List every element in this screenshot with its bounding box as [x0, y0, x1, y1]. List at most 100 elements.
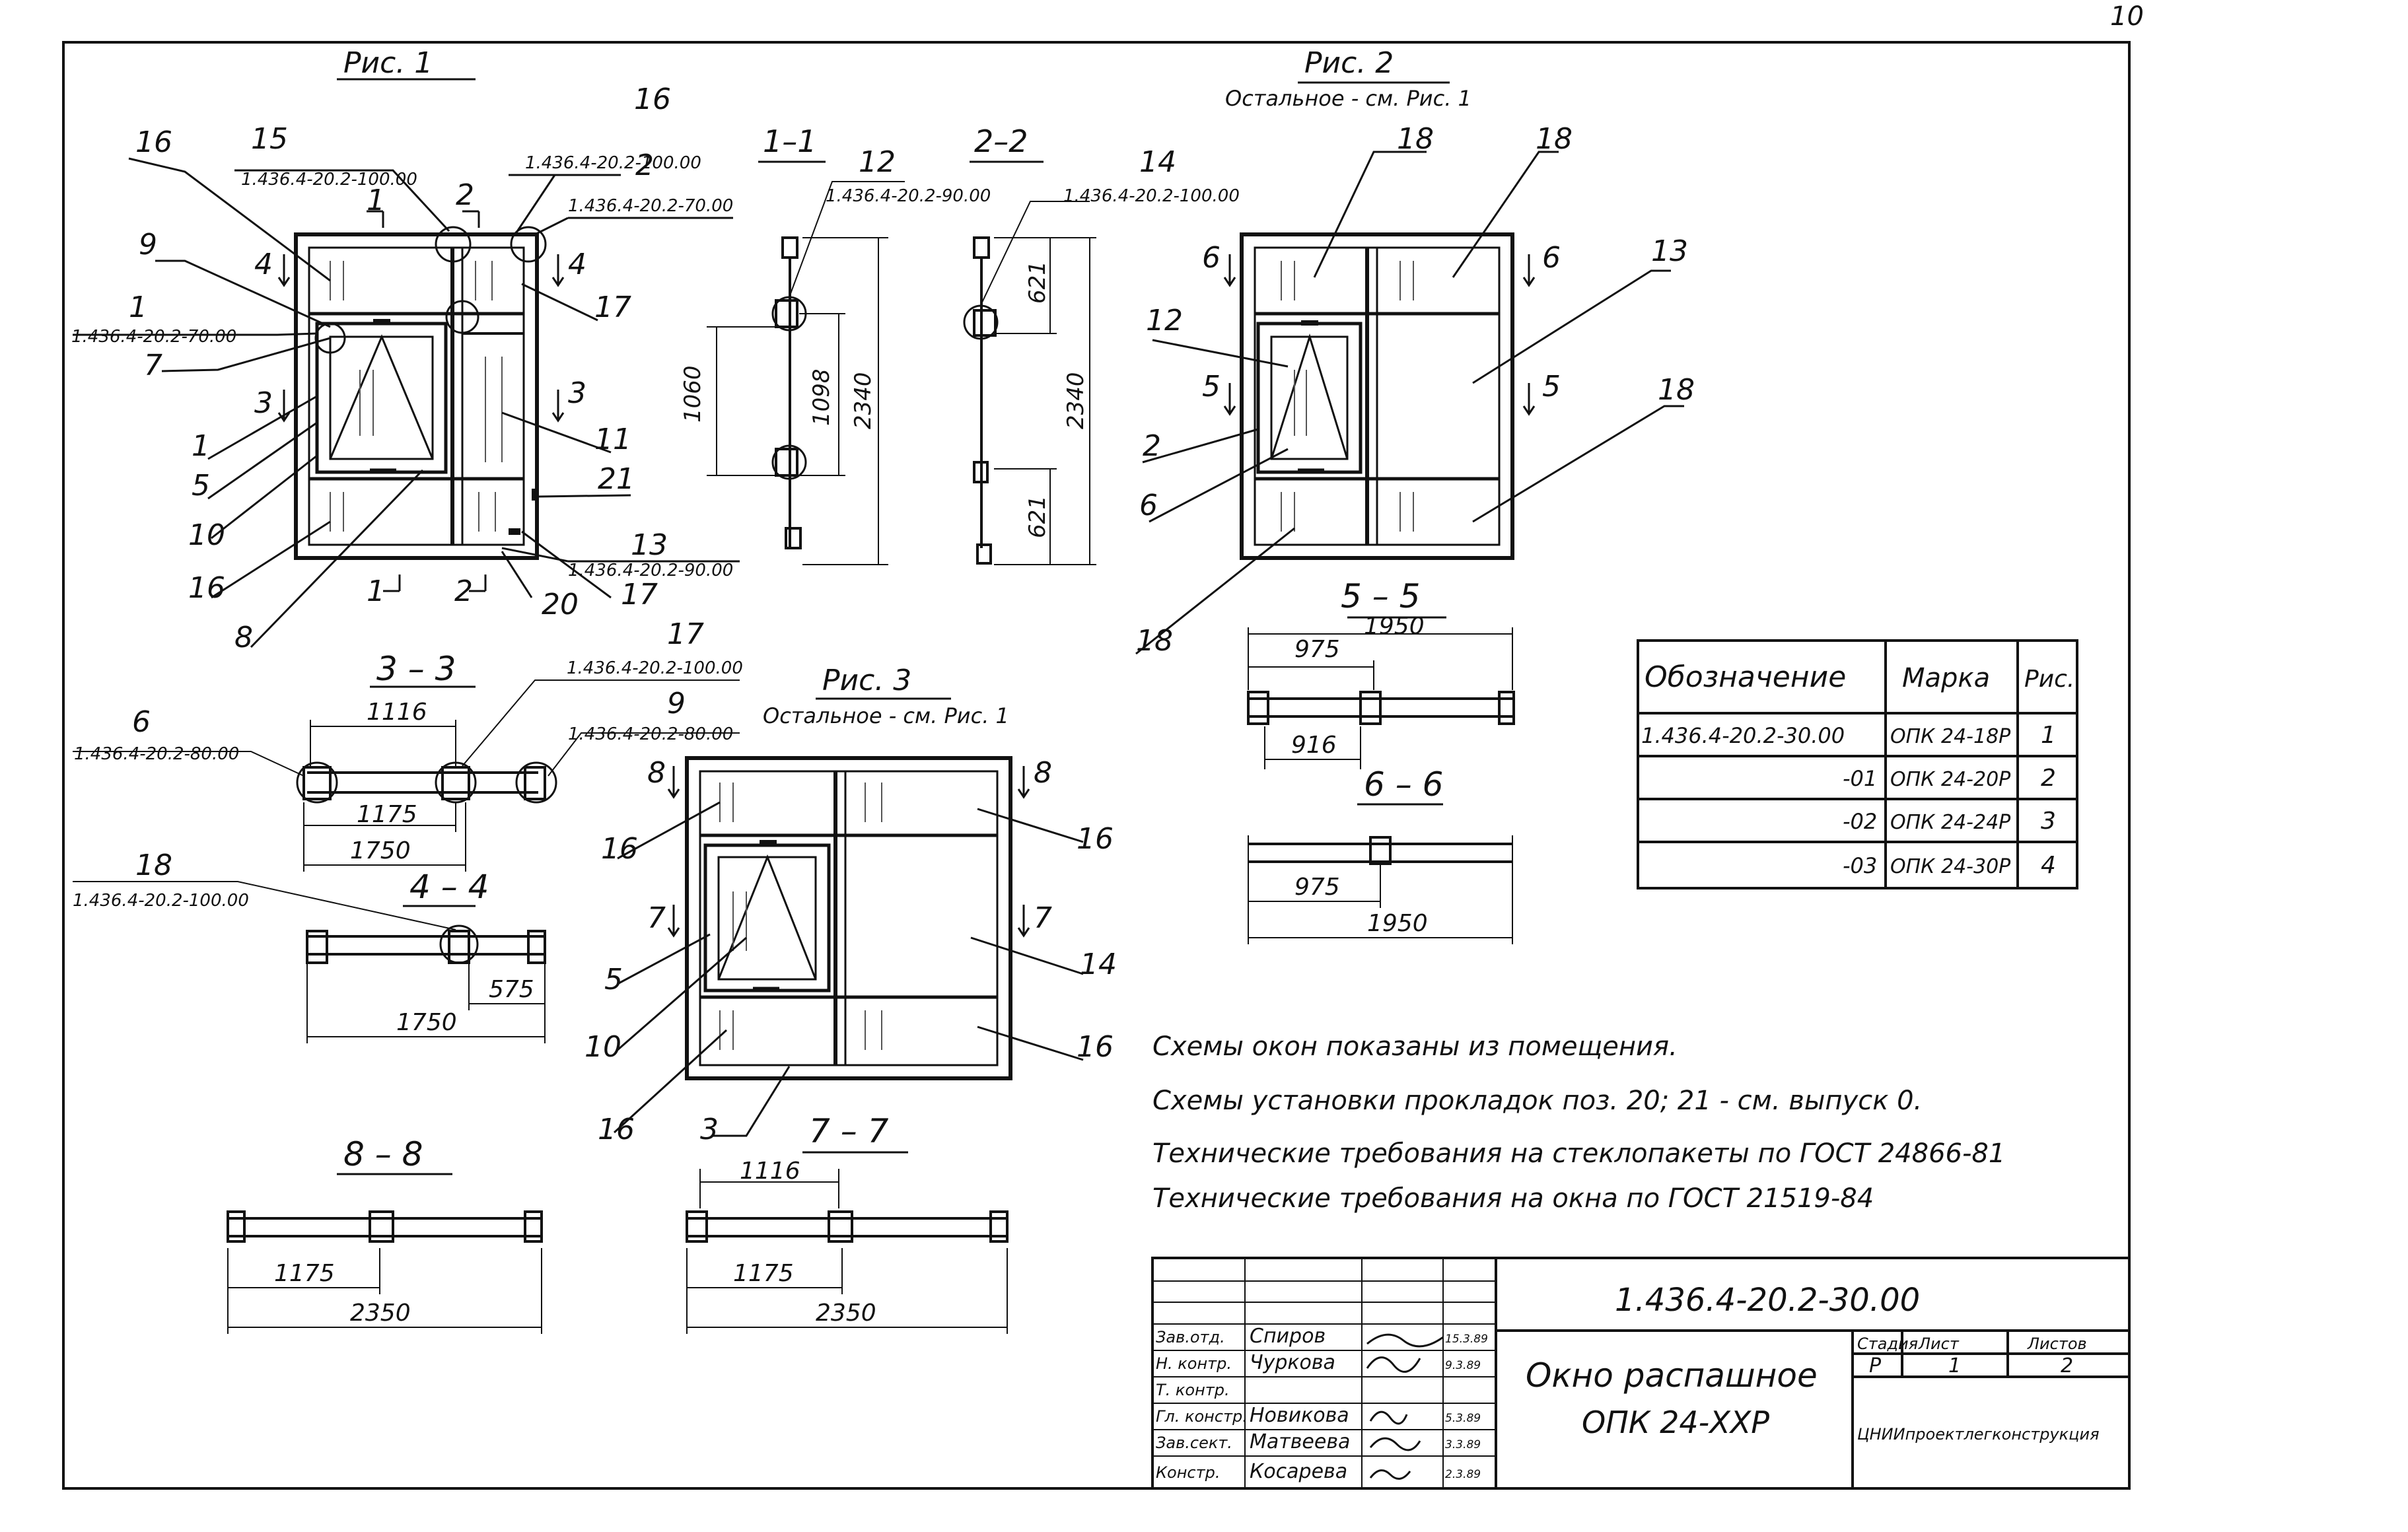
table-row-3-designation: -02 [1843, 809, 1877, 834]
sec77-dim-1175: 1175 [733, 1260, 794, 1287]
fig3-callout-16a: 16 [601, 832, 638, 866]
sig-role-3: Т. контр. [1156, 1381, 1230, 1399]
sec55-title: 5 – 5 [1341, 577, 1420, 615]
signature-rows: Зав.отд. Спиров 15.3.89 Н. контр. Чурков… [1156, 1325, 1488, 1483]
fig1-callout-16b: 16 [634, 83, 671, 116]
cut-6-left: 6 [1202, 241, 1221, 275]
fig3-callout-16c: 16 [1077, 822, 1114, 856]
sec88-title: 8 – 8 [343, 1135, 423, 1173]
sig-role-5: Зав.сект. [1156, 1434, 1232, 1452]
sec33-callout-17: 17 [667, 617, 704, 651]
section-6-6: 6 – 6 975 1950 [1248, 765, 1513, 944]
sec44-dim-575: 575 [489, 976, 534, 1003]
fig1-leaders [73, 157, 740, 648]
fig3-callout-16d: 16 [1077, 1030, 1114, 1064]
cut-7-right: 7 [1034, 901, 1052, 935]
sheets-value: 2 [2061, 1354, 2073, 1377]
fig1-callout-9: 9 [139, 228, 157, 261]
table-row-4-fig: 4 [2041, 852, 2056, 879]
sec66-dim-1950: 1950 [1367, 910, 1428, 937]
fig2-window-drawing [1223, 232, 1536, 560]
fig3-title: Рис. 3 [822, 664, 911, 697]
sig-name-1: Спиров [1250, 1325, 1326, 1348]
sec88-dim-2350: 2350 [350, 1300, 411, 1327]
fig1-callout-15: 15 [251, 122, 288, 156]
sheet-number: 10 [2110, 1, 2144, 32]
cut-6-right: 6 [1542, 241, 1561, 275]
fig1-callout-17: 17 [594, 291, 631, 324]
sec44-callout-18: 18 [135, 849, 172, 882]
sec33-callout-6: 6 [132, 705, 151, 739]
sec77-title: 7 – 7 [809, 1112, 889, 1150]
sig-role-4: Гл. констр. [1156, 1407, 1248, 1426]
section-5-5: 5 – 5 1950 975 916 [1247, 577, 1515, 769]
fig1-ref-16b: 1.436.4-20.2-100.00 [525, 153, 701, 173]
note-1: Схемы окон показаны из помещения. [1152, 1031, 1678, 1062]
cut-7-left: 7 [647, 901, 666, 935]
cut-5-right: 5 [1542, 370, 1561, 403]
fig2-callout-12: 12 [1146, 304, 1183, 337]
sec44-ref-18: 1.436.4-20.2-100.00 [73, 891, 249, 911]
sec11-title: 1–1 [763, 123, 817, 159]
section-8-8: 8 – 8 1175 2350 [227, 1135, 543, 1334]
sec88-dim-1175: 1175 [274, 1260, 335, 1287]
spec-header-designation: Обозначение [1645, 660, 1846, 694]
fig1-callout-20: 20 [542, 588, 579, 621]
fig1-callout-21: 21 [598, 462, 635, 496]
sec11-dim-2340: 2340 [850, 372, 876, 429]
sec33-dim-1750: 1750 [350, 837, 411, 864]
fig3-window-drawing [667, 756, 1030, 1080]
sec22-dim-2340: 2340 [1063, 372, 1089, 429]
sec22-dim-621-top: 621 [1024, 261, 1051, 304]
fig2-title: Рис. 2 [1304, 46, 1394, 80]
sec11-ref-12: 1.436.4-20.2-90.00 [826, 186, 991, 206]
sheet-header: Лист [1918, 1335, 1960, 1353]
fig2-cut-marks: 6 6 5 5 [1202, 241, 1561, 403]
sec33-ref-6: 1.436.4-20.2-80.00 [74, 744, 239, 764]
sig-name-4: Новикова [1250, 1404, 1349, 1427]
sheet-value: 1 [1948, 1354, 1961, 1377]
fig3-callout-5: 5 [604, 963, 623, 996]
cut-8-left: 8 [647, 756, 666, 790]
sec55-dim-916: 916 [1291, 732, 1337, 759]
fig1-callout-17b: 17 [621, 578, 658, 611]
sig-name-6: Косарева [1250, 1460, 1347, 1483]
sig-date-5: 3.3.89 [1445, 1438, 1481, 1451]
fig3-cut-marks: 8 8 7 7 [647, 756, 1052, 935]
fig1-ref-13: 1.436.4-20.2-90.00 [568, 561, 733, 580]
table-row-4-designation: -03 [1843, 853, 1877, 878]
fig1-ref-2: 1.436.4-20.2-70.00 [568, 196, 733, 216]
fig1-callout-11: 11 [594, 423, 631, 456]
fig1-callout-1: 1 [129, 291, 147, 324]
table-row-2-mark: ОПК 24-20Р [1890, 768, 2011, 791]
sec11-dim-1060: 1060 [680, 365, 706, 423]
sec66-dim-975: 975 [1294, 874, 1340, 901]
handwritten-signatures [1366, 1333, 1444, 1480]
table-row-2-designation: -01 [1843, 766, 1877, 791]
sec11-callout-12: 12 [859, 145, 896, 179]
fig1-callout-7: 7 [144, 349, 162, 382]
cut-2-top: 2 [456, 178, 474, 212]
cut-1-top: 1 [367, 184, 385, 217]
sec44-title: 4 – 4 [409, 868, 489, 906]
fig2-callout-6: 6 [1139, 489, 1158, 522]
cut-4-left: 4 [254, 248, 273, 281]
fig3-subtitle: Остальное - см. Рис. 1 [763, 703, 1009, 728]
sheets-header: Листов [2027, 1335, 2087, 1353]
figure-3: Рис. 3 Остальное - см. Рис. 1 [584, 664, 1117, 1146]
cut-3-right: 3 [568, 376, 586, 410]
sec22-title: 2–2 [974, 123, 1028, 159]
fig2-callout-18b: 18 [1536, 122, 1573, 156]
cut-5-left: 5 [1202, 370, 1221, 403]
sec33-callout-9: 9 [667, 687, 686, 720]
sec33-title: 3 – 3 [376, 650, 456, 688]
cut-2-bottom: 2 [454, 574, 473, 608]
spec-header-fig: Рис. [2024, 666, 2074, 693]
sec33-dim-1175: 1175 [357, 801, 417, 828]
sec66-title: 6 – 6 [1364, 765, 1443, 804]
stage-header: Стадия [1857, 1335, 1918, 1353]
fig2-subtitle: Остальное - см. Рис. 1 [1225, 86, 1471, 111]
doc-code: 1.436.4-20.2-30.00 [1615, 1282, 1920, 1319]
section-3-3: 3 – 3 6 1.436.4-20.2-80.00 17 1.436.4-20… [73, 617, 743, 872]
cut-3-left: 3 [254, 386, 273, 420]
